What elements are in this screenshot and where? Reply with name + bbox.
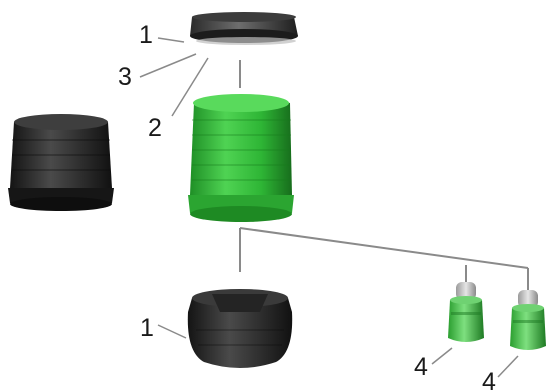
gasket-ring <box>196 37 296 45</box>
callout-2: 2 <box>148 114 162 142</box>
black-light-module <box>8 114 114 211</box>
callout-1-bottom: 1 <box>140 314 154 342</box>
callout-leaders <box>139 37 519 378</box>
cover-cap <box>190 12 298 43</box>
bulb-green-2 <box>510 290 546 350</box>
callout-3: 3 <box>118 63 132 91</box>
callout-1-top: 1 <box>139 21 153 49</box>
callout-4-left: 4 <box>414 353 428 381</box>
green-light-module <box>188 94 294 222</box>
base-unit <box>187 289 293 368</box>
connector-lines <box>239 60 529 290</box>
bulb-green-1 <box>448 282 484 342</box>
callout-4-right: 4 <box>482 368 496 391</box>
